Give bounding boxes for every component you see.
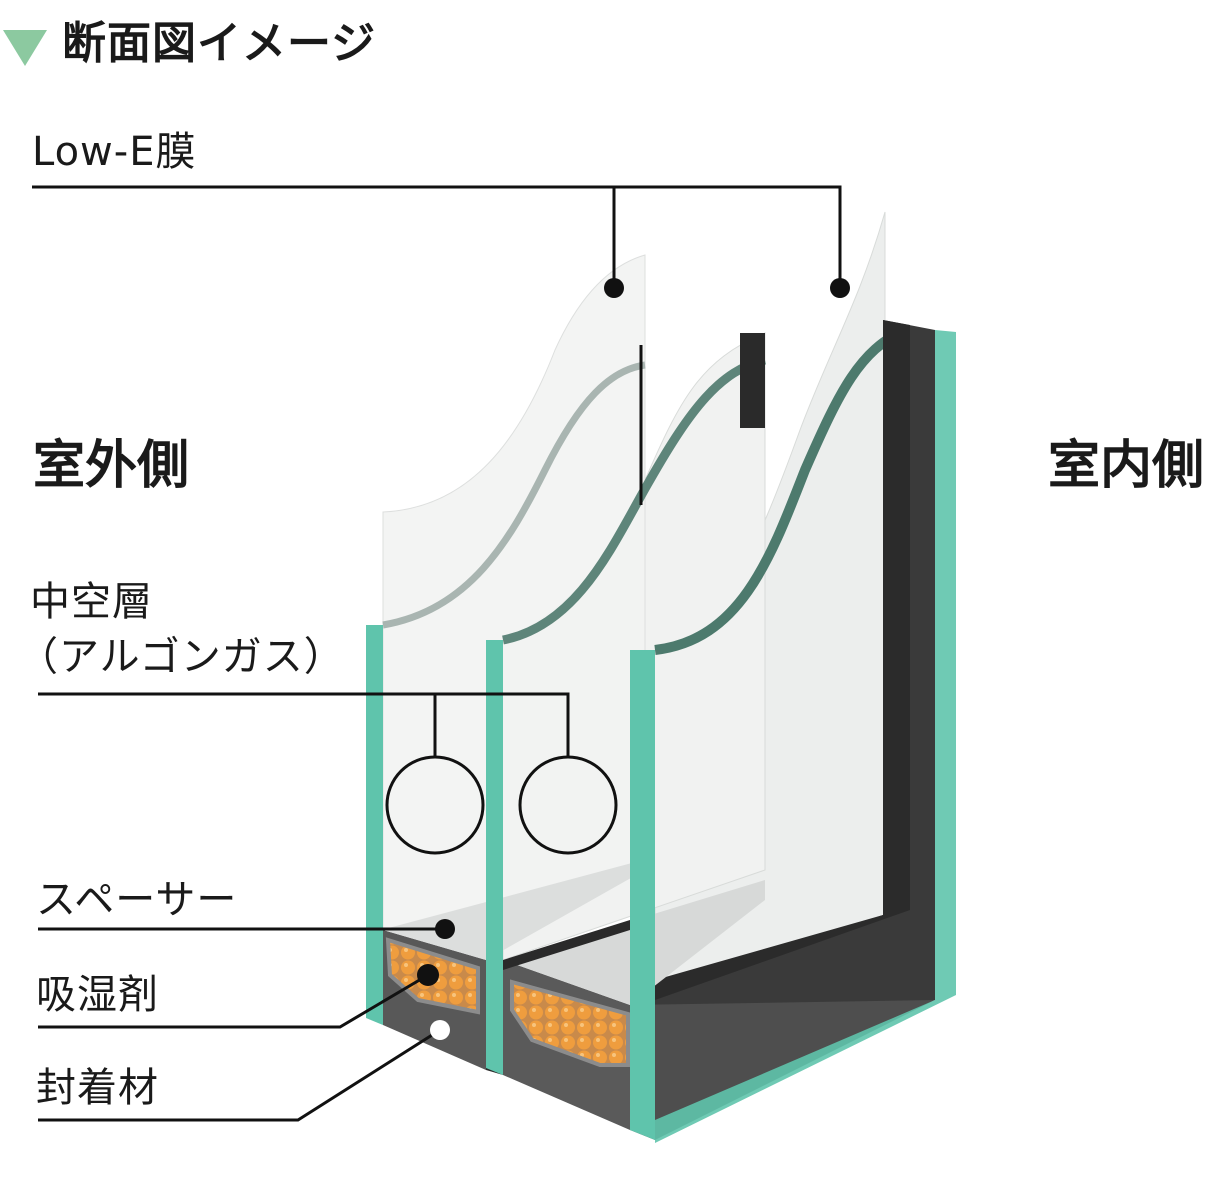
argon-gas-label: （アルゴンガス） (18, 634, 345, 680)
spacer-label: スペーサー (36, 877, 238, 923)
desiccant-2 (510, 979, 630, 1067)
desiccant-label: 吸湿剤 (36, 972, 159, 1018)
low-e-marker-2 (830, 278, 850, 298)
desiccant-marker (417, 964, 439, 986)
air-layer-circle-2 (518, 755, 618, 855)
triangle-down-icon (3, 30, 47, 66)
low-e-coating-3 (654, 325, 908, 655)
low-e-label: Low-E膜 (32, 129, 197, 175)
glass-edge-middle (486, 640, 503, 1075)
low-e-coating-1 (382, 361, 646, 629)
spacer-marker (435, 919, 455, 939)
air-layer-circle-1 (385, 755, 485, 855)
spacer-vertical-back (740, 333, 765, 428)
outer-glass-pane (382, 254, 646, 931)
leader-lines (32, 185, 842, 1122)
outside-label: 室外側 (33, 436, 190, 496)
glass-edge-outer (366, 625, 383, 1025)
inside-label: 室内側 (1048, 436, 1205, 496)
low-e-coating-2 (502, 355, 767, 645)
page-title: 断面図イメージ (62, 18, 377, 69)
sealant-label: 封着材 (36, 1065, 159, 1111)
low-e-marker-1 (604, 278, 624, 298)
glass-edge-inner (630, 650, 655, 1140)
sealant-marker (430, 1020, 450, 1040)
air-layer-label: 中空層 (30, 579, 153, 625)
